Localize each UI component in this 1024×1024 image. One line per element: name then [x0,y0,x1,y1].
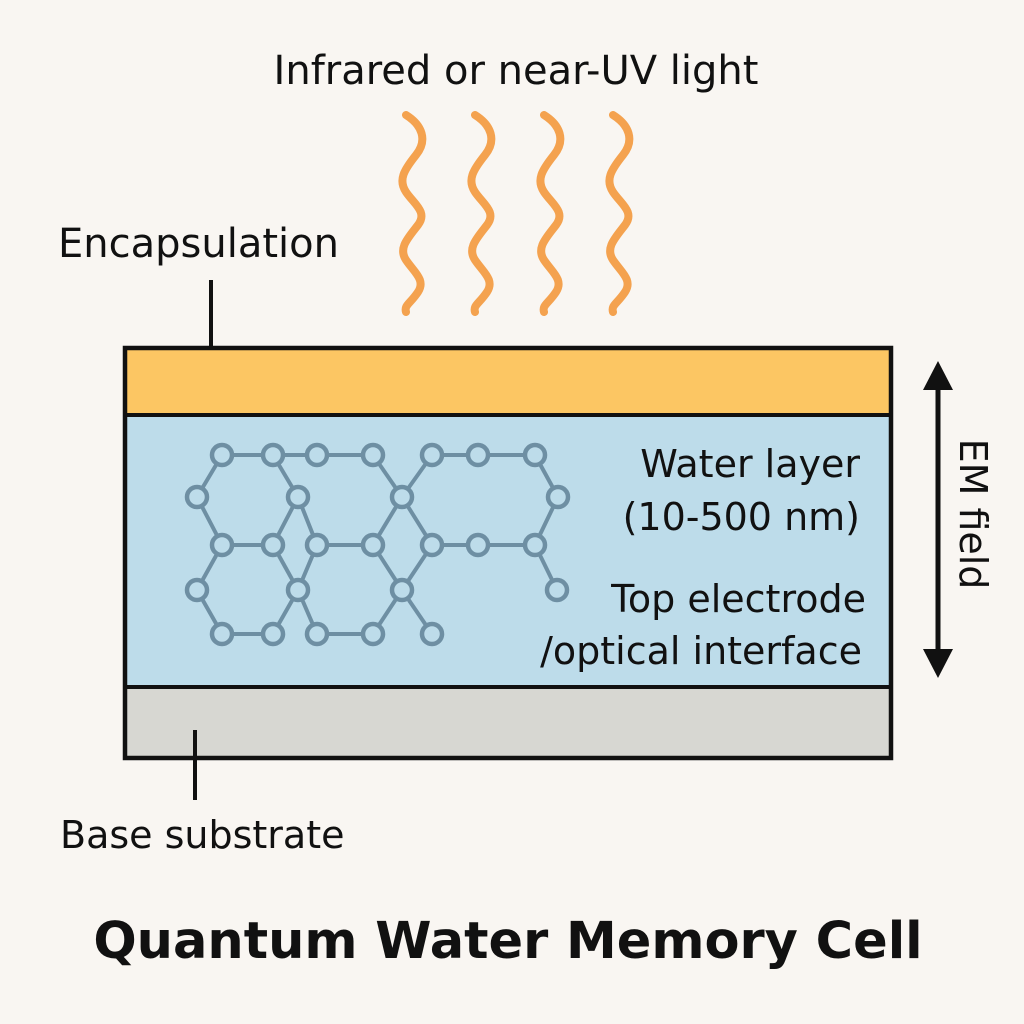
water-molecule-node [184,577,210,603]
arrow-down-icon [923,649,953,678]
encapsulation-label: Encapsulation [58,221,339,267]
water-molecule-node [360,442,386,468]
top-electrode-label: Top electrode [610,577,866,621]
water-molecule-node [304,532,330,558]
water-molecule-node [209,442,235,468]
water-molecule-node [545,484,571,510]
water-molecule-node [419,442,445,468]
light-wave [536,111,565,316]
water-molecule-node [209,621,235,647]
water-molecule-node [260,621,286,647]
water-molecule-node [522,442,548,468]
base-substrate-label: Base substrate [60,813,345,857]
water-molecule-node [184,484,210,510]
water-molecule-node [360,621,386,647]
water-molecule-node [465,442,491,468]
substrate-layer [125,688,891,758]
diagram-title: Quantum Water Memory Cell [93,912,922,971]
water-molecule-node [360,532,386,558]
water-molecule-node [465,532,491,558]
water-molecule-node [544,577,570,603]
water-molecule-node [419,532,445,558]
water-layer-label: Water layer [640,442,860,486]
cell-outline [122,345,894,761]
water-molecule-node [285,484,311,510]
encapsulation-layer [125,348,891,414]
light-wave [398,111,427,316]
light-label: Infrared or near-UV light [274,48,759,94]
water-molecule-node [260,442,286,468]
water-molecule-lattice [184,442,571,647]
water-molecule-node [419,621,445,647]
light-wave [605,111,634,316]
water-molecule-node [389,577,415,603]
water-molecule-node [389,484,415,510]
light-wave [467,111,496,316]
water-molecule-node [522,532,548,558]
em-field-label: EM field [951,439,995,590]
water-layer [125,416,891,686]
water-molecule-node [285,577,311,603]
water-molecule-node [209,532,235,558]
water-molecule-node [260,532,286,558]
water-thickness-label: (10-500 nm) [623,495,860,539]
water-molecule-node [304,621,330,647]
optical-interface-label: /optical interface [540,629,862,673]
arrow-up-icon [923,361,953,390]
water-molecule-node [304,442,330,468]
light-waves [398,111,634,316]
